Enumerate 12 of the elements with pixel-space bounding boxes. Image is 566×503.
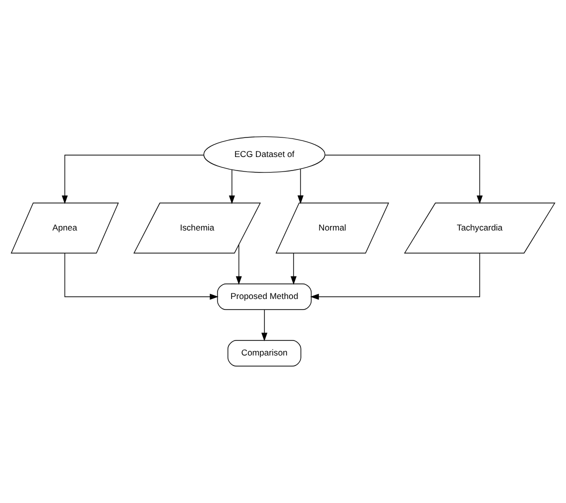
arrow bbox=[298, 168, 304, 204]
node-ellipse: ECG Dataset of bbox=[203, 136, 326, 173]
arrow bbox=[62, 154, 204, 204]
arrow bbox=[236, 244, 242, 285]
arrow bbox=[64, 252, 218, 300]
node-box: Proposed Method bbox=[217, 284, 312, 310]
arrow bbox=[261, 310, 268, 342]
arrow bbox=[228, 169, 235, 204]
node-box: Comparison bbox=[228, 340, 302, 366]
arrow bbox=[310, 252, 480, 300]
arrow bbox=[324, 154, 483, 204]
arrow bbox=[290, 252, 297, 285]
